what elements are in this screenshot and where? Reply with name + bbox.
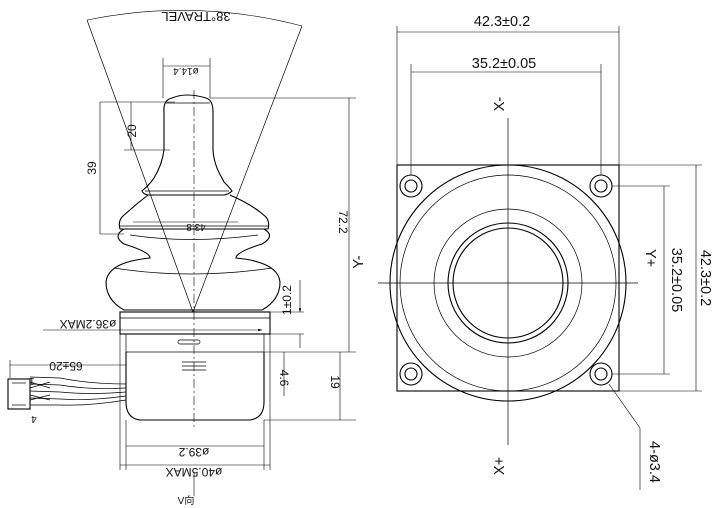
cable-length-label: 65±20: [49, 359, 83, 373]
knob-diameter-label: ø14.4: [173, 65, 199, 76]
hole-spacing-horizontal-label: 35.2±0.05: [472, 56, 536, 72]
outer-width-label: 42.3±0.2: [474, 14, 530, 30]
mounting-holes-label: 4-ø3.4: [646, 441, 662, 483]
total-height-label: 72.2: [336, 210, 350, 234]
grip-height-label: 39: [85, 161, 99, 175]
top-view: X- X+ Y- Y+ 42.3±0.2 35.2±0.05 42.3±0.2 …: [351, 14, 713, 490]
mounting-plate: [119, 311, 271, 353]
knob-diameter-dimension: ø14.4: [162, 58, 211, 98]
top-width-dimensions: 42.3±0.2 35.2±0.05: [396, 14, 620, 175]
collar-diameter-label: 43.8: [186, 221, 206, 232]
cable-assembly: 1 4 65±20: [7, 359, 127, 424]
body-diameter-label: ø39.2: [178, 445, 209, 459]
height-dimensions-left: 20 39: [85, 101, 175, 235]
connector-pin-1-label: 1: [29, 375, 35, 386]
body-height-label: 19: [328, 375, 342, 389]
side-view: 38°TRAVEL ø14.4 43.8: [7, 9, 356, 507]
top-height-dimensions: 42.3±0.2 35.2±0.05: [612, 164, 713, 392]
axis-x-plus-label: X+: [492, 457, 508, 475]
hole-spacing-vertical-label: 35.2±0.05: [668, 248, 684, 312]
axis-x-minus-label: X-: [492, 97, 508, 112]
travel-cone: 38°TRAVEL: [86, 9, 303, 313]
bottom-diameter-dimensions: ø39.2 ø40.5MAX V向: [119, 334, 271, 507]
joystick-handle: [141, 94, 233, 196]
connector-pin-4-label: 4: [31, 413, 37, 424]
boot-diameter-label: ø36.2MAX: [60, 317, 117, 331]
flange-thickness-label: 4.6: [277, 370, 291, 387]
height-dimensions-right: 72.2 19 1±0.2 4.6: [210, 97, 356, 421]
view-label: V向: [178, 494, 195, 507]
gap-tolerance-label: 1±0.2: [280, 285, 294, 315]
rubber-boot: [105, 228, 281, 311]
travel-label: 38°TRAVEL: [161, 9, 230, 24]
axis-y-plus-label: Y+: [642, 249, 658, 267]
connector: [7, 378, 31, 410]
knob-height-label: 20: [125, 124, 139, 138]
lower-body: [125, 352, 265, 421]
mounting-hole-leader: 4-ø3.4: [608, 383, 662, 490]
axis-y-minus-label: Y-: [351, 255, 367, 268]
boot-diameter-dimension: ø36.2MAX: [43, 317, 263, 332]
outer-height-label: 42.3±0.2: [697, 250, 713, 306]
